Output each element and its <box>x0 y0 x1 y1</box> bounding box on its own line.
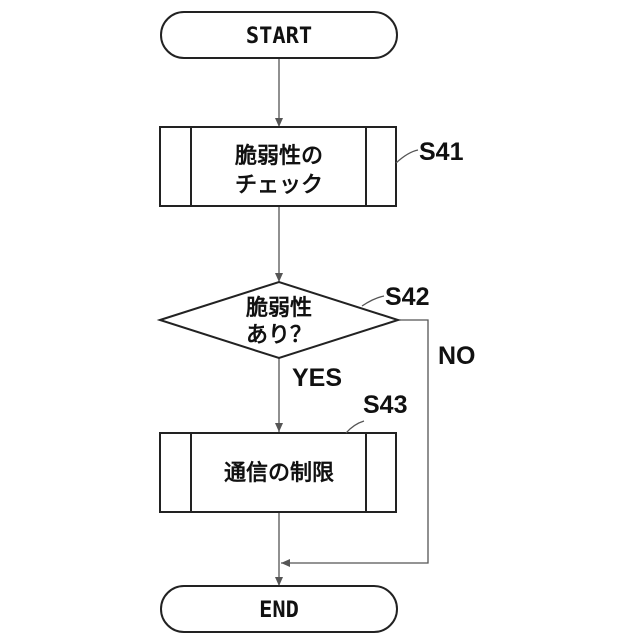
s43-step-label: S43 <box>363 391 407 419</box>
s43-text: 通信の制限 <box>224 460 334 486</box>
s42-step-label: S42 <box>385 283 429 311</box>
end-label: END <box>259 598 299 623</box>
end-terminal: END <box>161 586 397 632</box>
s41-text-line1: 脆弱性の <box>235 143 323 169</box>
s42-callout-line <box>362 296 384 306</box>
s41-text-line2: チェック <box>235 173 323 198</box>
yes-branch-label: YES <box>292 364 342 392</box>
s42-text-line2: あり？ <box>246 323 312 348</box>
no-branch-label: NO <box>438 342 476 370</box>
s42-decision-diamond: 脆弱性 あり？ <box>160 282 398 358</box>
start-terminal: START <box>161 12 397 58</box>
s41-step-label: S41 <box>419 138 464 166</box>
s43-callout-line <box>346 421 364 433</box>
s41-callout-line <box>396 150 418 163</box>
s43-process-box: 通信の制限 <box>160 433 396 512</box>
s42-text-line1: 脆弱性 <box>246 295 312 321</box>
s41-process-box: 脆弱性の チェック <box>160 127 396 206</box>
start-label: START <box>246 24 312 49</box>
